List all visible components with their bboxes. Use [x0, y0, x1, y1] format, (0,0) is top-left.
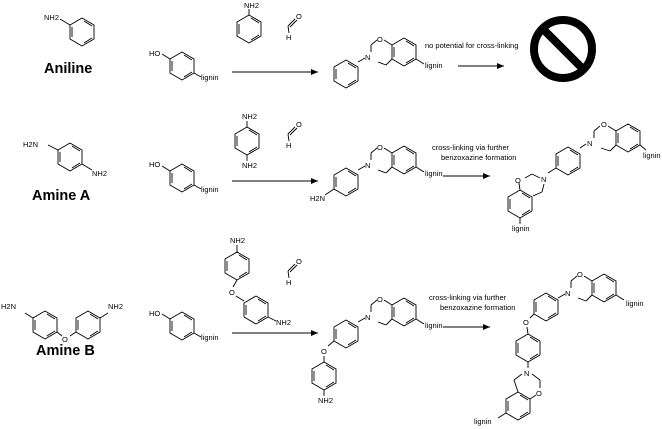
crosslink-n-2: N: [524, 369, 529, 378]
amine-a-h2n-label: H2N: [23, 140, 38, 149]
crosslinked-product-a: O N lignin N O lignin: [507, 120, 661, 233]
benzoxazine-product: O N lignin: [333, 35, 443, 89]
crosslink-note-line1: cross-linking via further: [429, 293, 507, 302]
amine-b-nh2-label: NH2: [108, 302, 123, 311]
crosslink-note-line1: cross-linking via further: [432, 143, 510, 152]
reagent-o: O: [229, 288, 235, 297]
prohibited-icon: [530, 16, 596, 82]
reagent-nh2-label: NH2: [244, 1, 259, 10]
phenol-ho-label: HO: [149, 49, 160, 58]
reagent-aniline: NH2: [236, 1, 262, 44]
phenol-lignin-structure: HO lignin: [149, 49, 219, 82]
product-nh2-label: NH2: [318, 396, 333, 405]
product-o: O: [377, 143, 383, 152]
phenol-lignin-label: lignin: [201, 333, 219, 342]
crosslink-lignin-2: lignin: [474, 417, 492, 426]
product-n: N: [365, 313, 370, 322]
amine-name-b: Amine B: [36, 343, 95, 359]
reagent-nh2-top: NH2: [230, 236, 245, 245]
crosslink-note-line2: benzoxazine formation: [440, 303, 515, 312]
formaldehyde-o: O: [296, 120, 302, 129]
formaldehyde-h: H: [286, 141, 291, 150]
crosslink-o-2: O: [536, 389, 542, 398]
product-o: O: [377, 35, 383, 44]
crosslink-lignin-2: lignin: [512, 224, 530, 233]
crosslink-ether-o: O: [523, 318, 529, 327]
row-aniline: NH2 Aniline HO lignin NH2 O: [44, 1, 596, 89]
crosslink-note-line2: benzoxazine formation: [441, 153, 516, 162]
phenol-lignin-structure: HO lignin: [149, 309, 219, 342]
crosslink-n-2: N: [541, 175, 546, 184]
reagent-nh2-bottom: NH2: [242, 161, 257, 170]
benzoxazine-product-a: O N H2N lignin: [310, 143, 443, 203]
amine-b-structure: H2N O NH2: [1, 302, 123, 344]
crosslink-n-1: N: [587, 139, 592, 148]
aniline-structure: NH2: [44, 13, 95, 47]
crosslink-o-1: O: [577, 270, 583, 279]
reagent-nh2-bottom: NH2: [276, 318, 291, 327]
amine-b-h2n-label: H2N: [1, 302, 16, 311]
crosslink-note: no potential for cross-linking: [425, 41, 518, 50]
amine-a-structure: H2N NH2: [23, 140, 107, 178]
formaldehyde-o: O: [296, 12, 302, 21]
crosslinked-product-b: O N lignin O N O: [474, 270, 644, 426]
product-o: O: [377, 295, 383, 304]
phenol-ho-label: HO: [149, 160, 160, 169]
phenol-lignin-label: lignin: [201, 73, 219, 82]
formaldehyde-o: O: [296, 257, 302, 266]
reagent-ether-diamine: NH2 O NH2: [224, 236, 291, 327]
product-n: N: [365, 53, 370, 62]
formaldehyde: O H: [286, 257, 302, 287]
product-ether-o: O: [321, 347, 327, 356]
formaldehyde-h: H: [286, 33, 291, 42]
phenol-ho-label: HO: [149, 309, 160, 318]
product-lignin-label: lignin: [425, 321, 443, 330]
product-n: N: [365, 161, 370, 170]
amine-a-nh2-label: NH2: [92, 169, 107, 178]
row-amine-b: H2N O NH2 Amine B HO lignin NH2: [1, 236, 644, 426]
formaldehyde: O H: [286, 120, 302, 150]
crosslink-o-1: O: [601, 120, 607, 129]
amine-name-a: Amine A: [32, 188, 91, 204]
amine-name-aniline: Aniline: [44, 61, 92, 77]
crosslink-o-2: O: [515, 176, 521, 185]
benzoxazine-product-b: O N lignin O NH2: [311, 295, 443, 405]
product-h2n-label: H2N: [310, 194, 325, 203]
aniline-nh2-label: NH2: [44, 13, 59, 22]
phenol-lignin-label: lignin: [201, 185, 219, 194]
crosslink-lignin-1: lignin: [643, 151, 661, 160]
formaldehyde: O H: [286, 12, 302, 42]
crosslink-lignin-1: lignin: [626, 299, 644, 308]
reagent-nh2-top: NH2: [242, 112, 257, 121]
amine-b-o-label: O: [62, 335, 68, 344]
product-lignin-label: lignin: [425, 61, 443, 70]
formaldehyde-h: H: [286, 278, 291, 287]
crosslink-n-1: N: [565, 289, 570, 298]
phenol-lignin-structure: HO lignin: [149, 160, 219, 194]
reagent-diamine: NH2 NH2: [234, 112, 260, 170]
product-lignin-label: lignin: [425, 169, 443, 178]
row-amine-a: H2N NH2 Amine A HO lignin NH2 NH2: [23, 112, 661, 233]
